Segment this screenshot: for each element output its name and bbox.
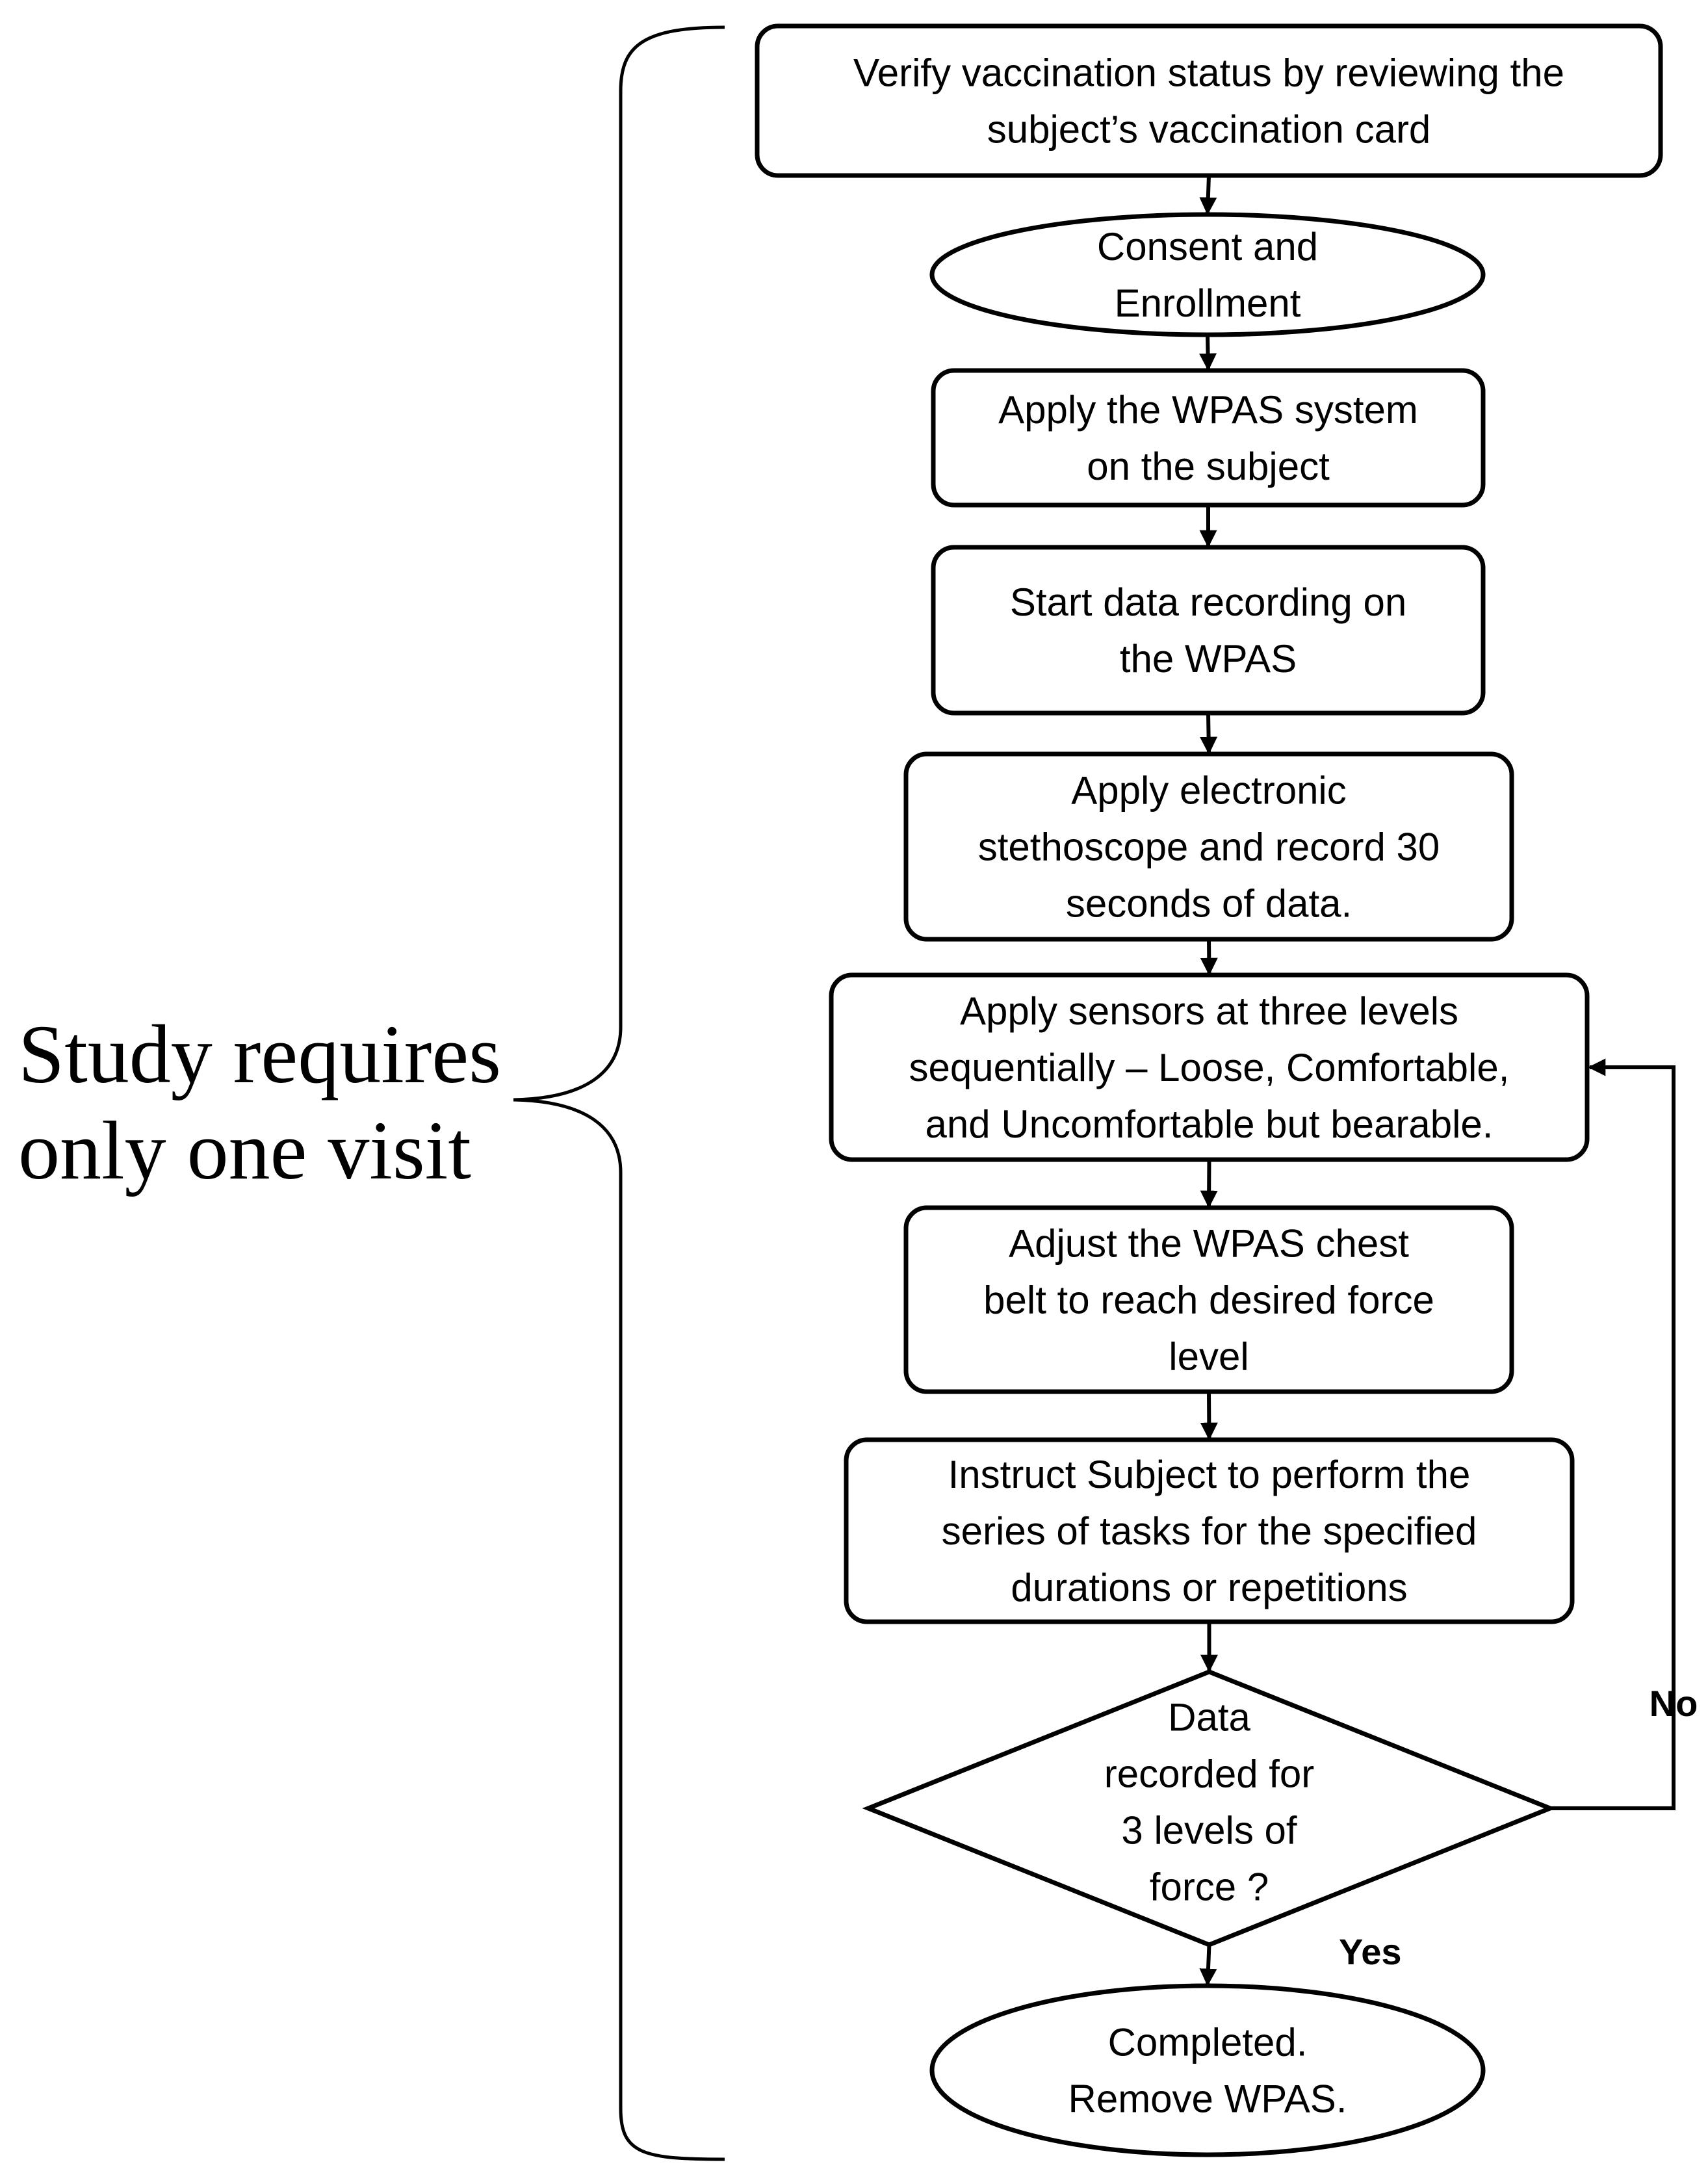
node-verify-vaccination: Verify vaccination status by reviewing t… bbox=[755, 23, 1663, 178]
node-text-line: seconds of data. bbox=[1066, 882, 1352, 926]
node-shape bbox=[929, 1983, 1486, 2157]
node-text-line: Verify vaccination status by reviewing t… bbox=[853, 51, 1564, 95]
connector-arrow bbox=[1199, 1944, 1217, 1986]
node-text-line: on the subject bbox=[1087, 445, 1330, 488]
node-adjust-belt: Adjust the WPAS chest belt to reach desir… bbox=[903, 1205, 1514, 1394]
node-text-line: Apply the WPAS system bbox=[998, 388, 1418, 432]
node-text-line: Data bbox=[1168, 1696, 1250, 1739]
node-text-line: stethoscope and record 30 bbox=[978, 826, 1440, 869]
connector-arrow bbox=[1200, 1159, 1218, 1208]
node-text-line: Completed. bbox=[1108, 2021, 1308, 2064]
node-shape bbox=[903, 1205, 1514, 1394]
study-brace bbox=[513, 25, 725, 2161]
node-text-line: force ? bbox=[1150, 1866, 1269, 1909]
node-instruct-subject: Instruct Subject to perform the series of… bbox=[844, 1437, 1575, 1624]
node-shape bbox=[844, 1437, 1575, 1624]
connector-arrow bbox=[1550, 1058, 1676, 1810]
side-label-line: only one visit bbox=[18, 1104, 471, 1197]
node-text-line: Apply electronic bbox=[1071, 769, 1347, 812]
node-text-line: durations or repetitions bbox=[1011, 1566, 1407, 1609]
node-decision-levels: Data recorded for 3 levels of force ? bbox=[862, 1669, 1557, 1947]
node-text-line: level bbox=[1169, 1335, 1249, 1379]
node-text-line: Instruct Subject to perform the bbox=[948, 1453, 1471, 1496]
node-text-line: and Uncomfortable but bearable. bbox=[925, 1102, 1494, 1146]
node-shape bbox=[931, 368, 1486, 508]
edge-label-yes: Yes bbox=[1339, 1931, 1402, 1972]
node-text-line: subject’s vaccination card bbox=[987, 108, 1431, 151]
node-text-line: recorded for bbox=[1104, 1752, 1315, 1796]
node-shape bbox=[929, 212, 1486, 337]
connector-arrow bbox=[1200, 1391, 1218, 1440]
node-text-line: Consent and bbox=[1097, 225, 1318, 268]
node-completed: Completed. Remove WPAS. bbox=[929, 1983, 1486, 2157]
node-shape bbox=[862, 1669, 1557, 1947]
node-text-line: the WPAS bbox=[1120, 637, 1297, 681]
connector-arrow bbox=[1199, 175, 1217, 215]
node-text-line: Adjust the WPAS chest bbox=[1009, 1222, 1409, 1266]
node-apply-wpas: Apply the WPAS system on the subject bbox=[931, 368, 1486, 508]
side-label-line: Study requires bbox=[18, 1008, 501, 1100]
node-text-line: Start data recording on bbox=[1010, 580, 1406, 624]
node-shape bbox=[903, 751, 1514, 942]
node-shape bbox=[755, 23, 1663, 178]
node-text-line: sequentially – Loose, Comfortable, bbox=[909, 1046, 1510, 1089]
connector-arrow bbox=[1200, 712, 1218, 755]
node-shape bbox=[829, 972, 1590, 1162]
node-shape bbox=[931, 545, 1486, 716]
node-text-line: Enrollment bbox=[1115, 281, 1301, 325]
node-text-line: Remove WPAS. bbox=[1068, 2077, 1347, 2121]
node-text-line: 3 levels of bbox=[1121, 1809, 1297, 1852]
node-text-line: Apply sensors at three levels bbox=[960, 989, 1458, 1033]
node-apply-sensors: Apply sensors at three levels sequentiall… bbox=[829, 972, 1590, 1162]
connector-arrow bbox=[1200, 939, 1218, 976]
node-text-line: belt to reach desired force bbox=[983, 1279, 1434, 1322]
flow-nodes: Verify vaccination status by reviewing t… bbox=[755, 23, 1663, 2157]
node-apply-stethoscope: Apply electronic stethoscope and record 3… bbox=[903, 751, 1514, 942]
node-start-recording: Start data recording on the WPAS bbox=[931, 545, 1486, 716]
edge-label-no: No bbox=[1650, 1683, 1698, 1724]
flow-connectors bbox=[1199, 175, 1676, 1986]
curly-brace bbox=[513, 25, 725, 2161]
node-text-line: series of tasks for the specified bbox=[942, 1509, 1477, 1553]
